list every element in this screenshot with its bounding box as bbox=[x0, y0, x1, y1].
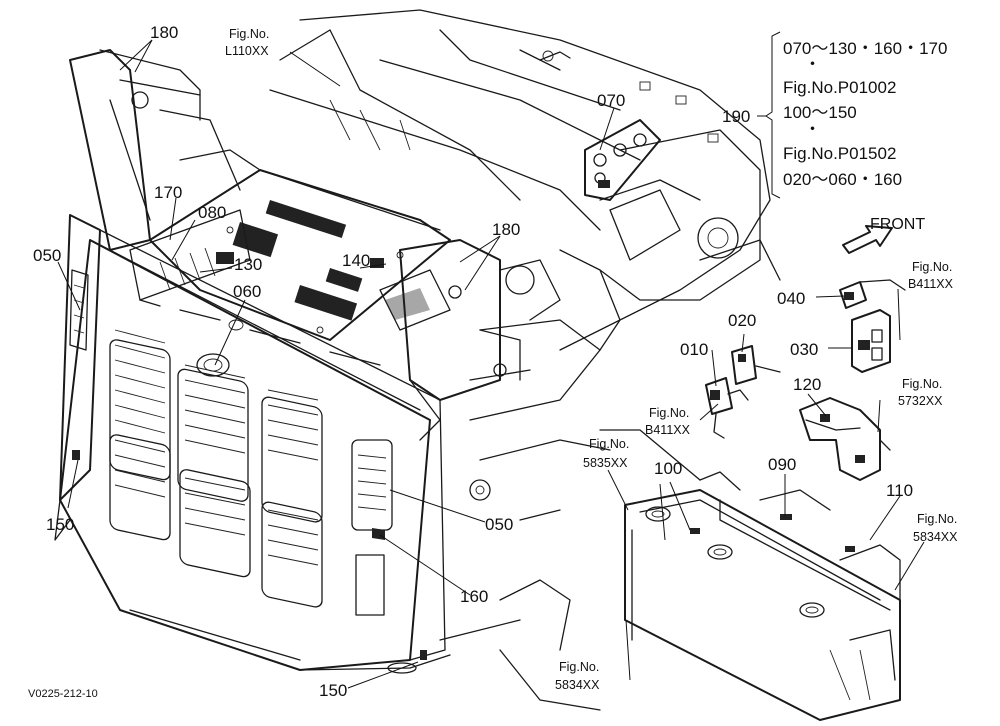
callout-110: 110 bbox=[886, 481, 913, 500]
callout-020: 020 bbox=[728, 311, 756, 330]
legend-line: 020～060・160 bbox=[783, 170, 902, 189]
fig-ref-number: B411XX bbox=[645, 423, 691, 437]
callout-100: 100 bbox=[654, 459, 682, 478]
legend-bracket bbox=[757, 31, 781, 199]
hinge-plate bbox=[584, 119, 661, 201]
callout-060: 060 bbox=[233, 282, 261, 301]
callout-120: 120 bbox=[793, 375, 821, 394]
front-direction-arrow bbox=[842, 225, 893, 254]
callout-150-bottom: 150 bbox=[319, 681, 347, 700]
callout-050-right: 050 bbox=[485, 515, 513, 534]
callout-010: 010 bbox=[680, 340, 708, 359]
fig-ref-label: Fig.No. bbox=[589, 437, 629, 451]
upper-frame bbox=[269, 9, 781, 711]
fig-ref-label: Fig.No. bbox=[902, 377, 942, 391]
fig-ref-number: B411XX bbox=[908, 277, 954, 291]
callout-180-top-left: 180 bbox=[150, 23, 178, 42]
legend-marker: 190 bbox=[722, 107, 750, 126]
legend-bullet: ・ bbox=[804, 55, 821, 74]
left-post bbox=[69, 49, 261, 251]
fig-ref-label: Fig.No. bbox=[559, 660, 599, 674]
right-hinge-bracket bbox=[379, 239, 521, 441]
callout-040: 040 bbox=[777, 289, 805, 308]
legend-line: 100～150 bbox=[783, 103, 857, 122]
bracket-120 bbox=[799, 397, 891, 481]
fig-ref-number: L110XX bbox=[225, 44, 269, 58]
fig-ref-number: 5834XX bbox=[913, 530, 958, 544]
leader-lines bbox=[57, 39, 925, 689]
callout-170: 170 bbox=[154, 183, 182, 202]
callout-150-left: 150 bbox=[46, 515, 74, 534]
callout-labels: 180 180 170 080 130 140 060 050 050 150 … bbox=[33, 23, 913, 700]
front-grille-cover bbox=[54, 214, 451, 674]
callout-080: 080 bbox=[198, 203, 226, 222]
callout-160: 160 bbox=[460, 587, 488, 606]
callout-130: 130 bbox=[234, 255, 262, 274]
legend-line: Fig.No.P01002 bbox=[783, 78, 896, 97]
switch-010-020 bbox=[705, 345, 781, 439]
fig-ref-number: 5732XX bbox=[898, 394, 943, 408]
legend-line: Fig.No.P01502 bbox=[783, 144, 896, 163]
legend-bullet: ・ bbox=[804, 120, 821, 139]
figure-references: Fig.No. L110XX Fig.No. B411XX Fig.No. B4… bbox=[225, 27, 958, 692]
callout-050-left: 050 bbox=[33, 246, 61, 265]
callout-090: 090 bbox=[768, 455, 796, 474]
front-label: FRONT bbox=[870, 216, 925, 233]
connector-030-040 bbox=[839, 279, 906, 373]
top-cover-plate bbox=[129, 169, 451, 341]
fig-ref-label: Fig.No. bbox=[229, 27, 269, 41]
legend-block: 190 070～130・160・170 ・ Fig.No.P01002 100～… bbox=[722, 39, 947, 189]
callout-180-right: 180 bbox=[492, 220, 520, 239]
callout-140: 140 bbox=[342, 251, 370, 270]
callout-070: 070 bbox=[597, 91, 625, 110]
callout-030: 030 bbox=[790, 340, 818, 359]
fig-ref-label: Fig.No. bbox=[917, 512, 957, 526]
fig-ref-label: Fig.No. bbox=[649, 406, 689, 420]
fig-ref-number: 5835XX bbox=[583, 456, 628, 470]
radiator-assembly bbox=[624, 471, 901, 721]
legend-line: 070～130・160・170 bbox=[783, 39, 947, 58]
fig-ref-number: 5834XX bbox=[555, 678, 600, 692]
fig-ref-label: Fig.No. bbox=[912, 260, 952, 274]
diagram-code: V0225-212-10 bbox=[28, 688, 98, 700]
